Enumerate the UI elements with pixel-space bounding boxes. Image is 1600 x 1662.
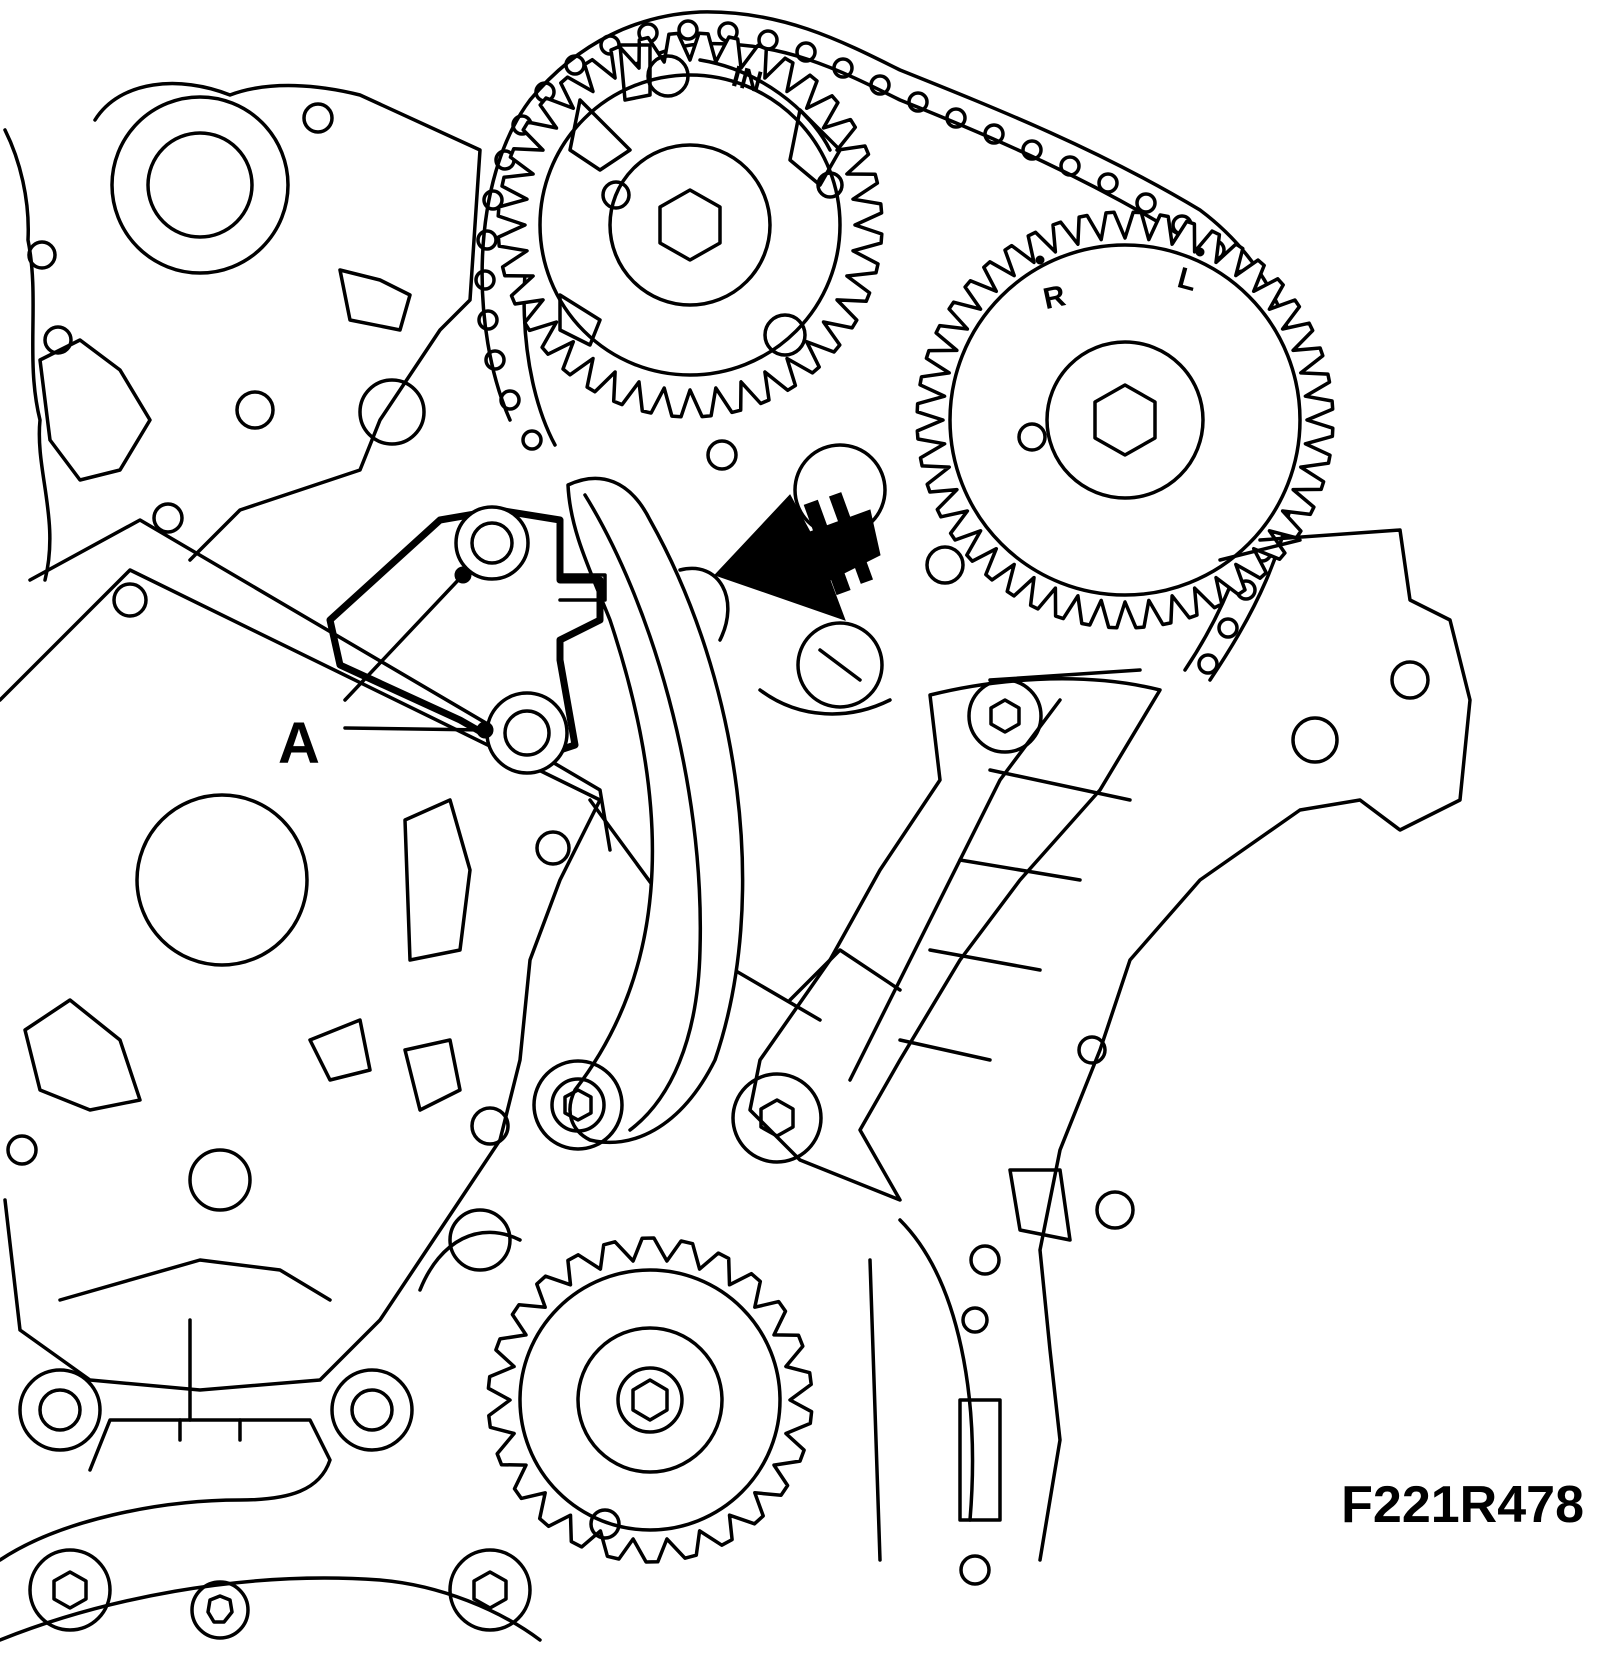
chain-link bbox=[1217, 617, 1239, 639]
chain-link bbox=[945, 107, 967, 129]
chain-link bbox=[474, 269, 496, 291]
callout-a: A bbox=[278, 573, 487, 776]
chain-link bbox=[1197, 653, 1219, 675]
tensioner-bore bbox=[678, 439, 965, 716]
lower-housing bbox=[0, 1208, 542, 1642]
chain-link bbox=[482, 189, 504, 211]
intake-camshaft-sprocket: IN bbox=[496, 31, 884, 419]
chain-link bbox=[1021, 139, 1043, 161]
chain-link bbox=[907, 91, 929, 113]
chain-link bbox=[521, 429, 543, 451]
chain-link bbox=[476, 229, 498, 251]
chain-tensioner-assembly bbox=[326, 505, 607, 775]
chain-link bbox=[1097, 172, 1119, 194]
oil-pump-cover bbox=[0, 568, 602, 1392]
callout-a-label: A bbox=[278, 711, 320, 776]
tensioner-rail bbox=[532, 476, 745, 1151]
chain-link bbox=[477, 309, 499, 331]
figure-code: F221R478 bbox=[1341, 1476, 1584, 1534]
chain-link bbox=[484, 349, 506, 371]
chain-link bbox=[1059, 155, 1081, 177]
chain-link bbox=[832, 57, 854, 79]
chain-link bbox=[1135, 192, 1157, 214]
exhaust-camshaft-sprocket: R L bbox=[915, 210, 1335, 630]
engine-housing-outline bbox=[3, 81, 822, 1022]
chain-link bbox=[983, 123, 1005, 145]
chain-link bbox=[499, 389, 521, 411]
fixed-chain-guide bbox=[731, 668, 1162, 1202]
chain-link bbox=[795, 41, 817, 63]
direction-arrow bbox=[714, 492, 881, 621]
chain-link bbox=[869, 74, 891, 96]
chain-link bbox=[677, 19, 699, 41]
right-housing bbox=[868, 528, 1472, 1586]
crankshaft-sprocket bbox=[486, 1236, 814, 1564]
